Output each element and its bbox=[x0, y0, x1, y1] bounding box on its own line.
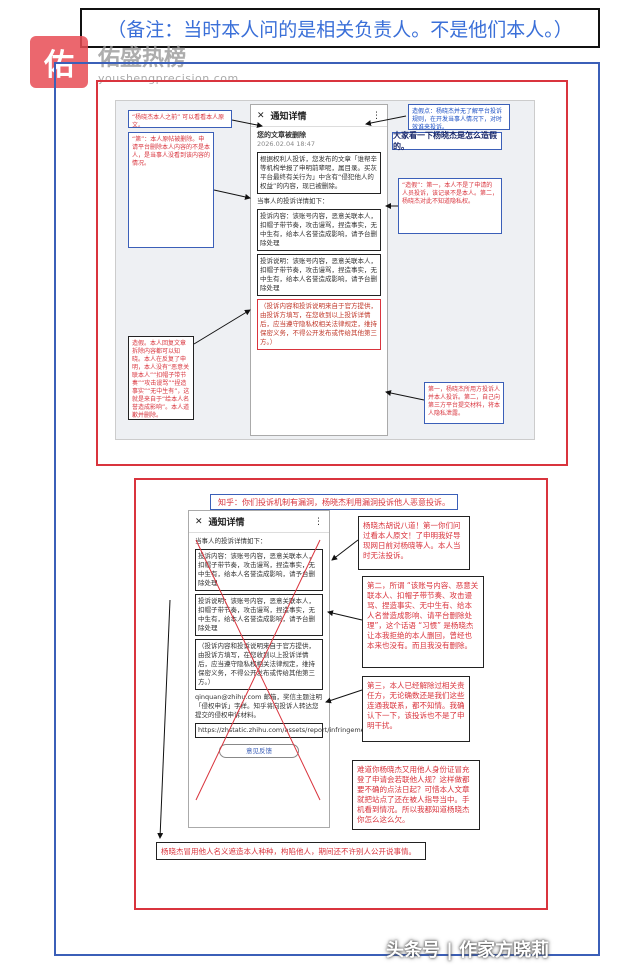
top-note-text: （备注：当时本人问的是相关负责人。不是他们本人。） bbox=[107, 18, 573, 41]
time-label: 2026.02.04 18:47 bbox=[257, 140, 316, 148]
complaint-box-3: （投诉内容和投诉说明来自于官方提供，由投诉方填写，在您收到以上投诉详情后，应当遵… bbox=[257, 299, 381, 350]
body-line: qinquan@zhihu.com 邮箱，奖信主题注明「侵权申诉」字样。知乎将向… bbox=[195, 693, 322, 719]
rebuttal-note-1: 杨晓杰胡说八道！第一你们问过看本人原文！了申明我好导现网日前对杨晓等人。本人当时… bbox=[358, 516, 470, 570]
bottom-watermark: 头条号 | 作家方晓莉 bbox=[386, 940, 550, 961]
panel2-caption: 知乎：你们投诉机制有漏洞，杨晓杰利用漏洞投诉他人恶意投诉。 bbox=[210, 494, 458, 510]
bottom-note: 杨晓杰冒用他人名义遮造本人种种，构陷他人，期间还不许别人公开说事情。 bbox=[156, 842, 426, 860]
watermark-name: 佑盛热榜 bbox=[98, 46, 187, 71]
rebuttal-note-4: 难道你杨晓杰又用他人身份证冒充登了申请会若联他人规？这样做都要不确的点法日起？可… bbox=[352, 760, 480, 830]
red-frame-bottom bbox=[134, 478, 548, 910]
body-line: 投诉内容：该账号内容，恶意关联本人，扣帽子带节奏，攻击谩骂，捏造事实，无中生有，… bbox=[195, 549, 323, 591]
phone2-title: 通知详情 bbox=[208, 518, 245, 528]
phone-screenshot-2: ✕ 通知详情 ⋮ 当事人的投诉详情如下： 投诉内容：该账号内容，恶意关联本人，扣… bbox=[188, 510, 428, 828]
notice-text-box: 根据权利人投诉，您发布的文章「谁帮辛等机构举报了申明前辈呢，属目录。买灰平台最终… bbox=[257, 152, 381, 194]
phone2-body: 当事人的投诉详情如下： 投诉内容：该账号内容，恶意关联本人，扣帽子带节奏，攻击谩… bbox=[189, 533, 428, 762]
phone2-header: ✕ 通知详情 ⋮ bbox=[189, 511, 329, 533]
red-frame-top bbox=[96, 80, 568, 466]
rebuttal-note-3: 第三，本人已经解除过相关责任方，无论确数还是我们这些连通我联系，都不知情。我确认… bbox=[362, 676, 470, 742]
phone-title: 通知详情 bbox=[270, 112, 307, 122]
body-line: https://zhstatic.zhihu.com/assets/report… bbox=[195, 723, 428, 738]
watermark-logo-char: 佑 bbox=[44, 48, 74, 83]
annotation-note-1: “杨晓杰本人之前” 可以看看本人原文。 bbox=[128, 110, 232, 128]
outer-frame bbox=[54, 62, 600, 956]
phone-screenshot-1: ✕ 通知详情 ⋮ 您的文章被删除 2026.02.04 18:47 根据权利人投… bbox=[250, 104, 388, 436]
status-text: 您的文章被删除 bbox=[257, 131, 306, 139]
close-icon[interactable]: ✕ bbox=[195, 516, 203, 527]
share-icon[interactable]: ⋮ bbox=[314, 516, 323, 527]
rebuttal-note-2: 第二，所谓 “该账号内容、恶意关联本人、扣帽子带节奏、攻击谩骂、捏造事实、无中生… bbox=[362, 576, 484, 668]
body-line: （投诉内容和投诉说明来自于官方提供，由投诉方填写，在您收到以上投诉详情后，应当遵… bbox=[195, 639, 323, 690]
headline-box: 大家看一下杨晓杰是怎么造假的。 bbox=[392, 131, 502, 151]
body-line: 投诉说明：该账号内容，恶意关联本人，扣帽子带节奏，攻击谩骂，捏造事实，无中生有，… bbox=[195, 594, 323, 636]
complaint-box-2: 投诉说明：该账号内容，恶意关联本人，扣帽子带节奏，攻击谩骂，捏造事实，无中生有，… bbox=[257, 254, 381, 296]
annotation-note-3: 造假点：杨晓杰并无了解平台投诉规则，在开发当事人情况下，对时效谁来投诉。 bbox=[408, 104, 510, 130]
annotation-note-6: 第一，杨晓杰所用方投诉人并本人投诉。第二，自己向第三方平台提交材料，将本人隐私泄… bbox=[424, 382, 504, 424]
annotation-note-4: “造假”：第一，本人不是了申请的人员投诉，该记录不是本人。第二，杨晓杰对此不知道… bbox=[398, 178, 502, 234]
top-note-banner: （备注：当时本人问的是相关负责人。不是他们本人。） bbox=[80, 8, 600, 48]
feedback-button[interactable]: 意见反馈 bbox=[219, 744, 299, 758]
annotation-note-2: “第”：本人原帖被删除。申请平台删除本人内容的不是本人，是当事人没看到该内容的情… bbox=[128, 132, 214, 248]
close-icon[interactable]: ✕ bbox=[257, 110, 265, 121]
phone-header: ✕ 通知详情 ⋮ bbox=[251, 105, 387, 127]
share-icon[interactable]: ⋮ bbox=[372, 110, 381, 121]
complaint-box-1: 投诉内容：该账号内容，恶意关联本人，扣帽子带节奏，攻击谩骂，捏造事实，无中生有，… bbox=[257, 209, 381, 251]
body-line: 当事人的投诉详情如下： bbox=[195, 537, 267, 545]
annotation-note-5: 造假。本人回复文章拆除内容都可以知晓。本人在反复了申明，本人没有“恶意关联本人”… bbox=[128, 336, 194, 420]
complainant-header: 当事人的投诉详情如下： bbox=[257, 197, 329, 205]
